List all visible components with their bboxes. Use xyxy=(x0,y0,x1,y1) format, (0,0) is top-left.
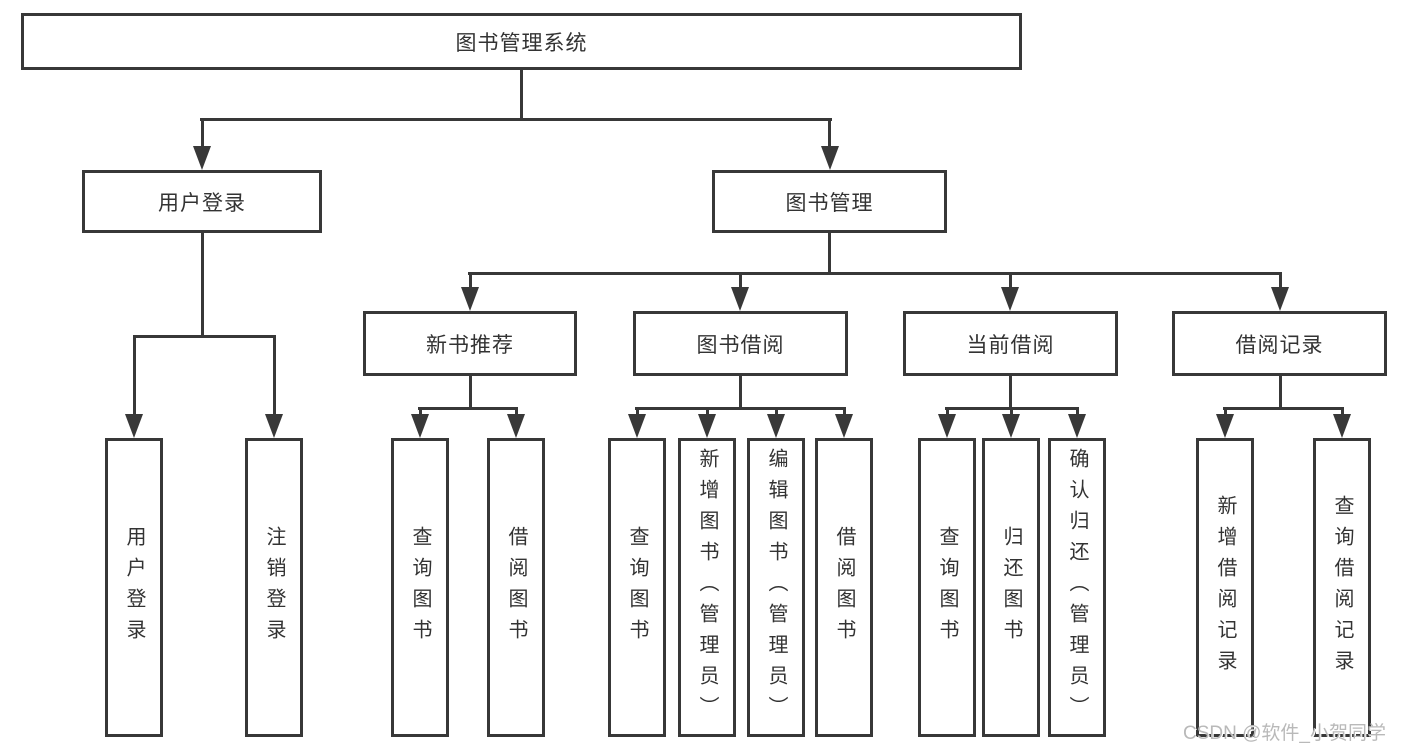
arrow-down-icon xyxy=(1068,414,1086,438)
connector-line xyxy=(133,335,276,338)
connector-line xyxy=(1341,407,1344,416)
csdn-watermark: CSDN @软件_小贺同学 xyxy=(1183,723,1386,744)
node-label: 借阅图书 xyxy=(833,525,855,650)
connector-line xyxy=(1224,407,1227,416)
connector-line xyxy=(520,70,523,121)
node-query-books-current: 查询图书 xyxy=(918,438,976,737)
arrow-down-icon xyxy=(461,287,479,311)
connector-line xyxy=(419,407,422,416)
node-label: 新书推荐 xyxy=(426,333,514,357)
connector-line xyxy=(1010,407,1013,416)
node-borrowing-records: 借阅记录 xyxy=(1172,311,1387,376)
node-label: 新增借阅记录 xyxy=(1214,494,1236,681)
node-query-books-borrowing: 查询图书 xyxy=(608,438,666,737)
node-query-borrow-record: 查询借阅记录 xyxy=(1313,438,1371,737)
connector-line xyxy=(775,407,778,416)
arrow-down-icon xyxy=(1002,414,1020,438)
node-add-borrow-record: 新增借阅记录 xyxy=(1196,438,1254,737)
connector-line xyxy=(1279,272,1282,289)
node-query-books-recommend: 查询图书 xyxy=(391,438,449,737)
connector-line xyxy=(739,272,742,289)
arrow-down-icon xyxy=(1216,414,1234,438)
node-logout: 注销登录 xyxy=(245,438,303,737)
node-user-login-leaf: 用户登录 xyxy=(105,438,163,737)
connector-line xyxy=(1279,376,1282,409)
node-library-management-system: 图书管理系统 xyxy=(21,13,1022,70)
arrow-down-icon xyxy=(1333,414,1351,438)
arrow-down-icon xyxy=(767,414,785,438)
connector-line xyxy=(273,335,276,416)
arrow-down-icon xyxy=(193,146,211,170)
arrow-down-icon xyxy=(507,414,525,438)
node-label: 查询借阅记录 xyxy=(1331,494,1353,681)
connector-line xyxy=(1009,376,1012,409)
node-label: 图书管理系统 xyxy=(455,31,588,55)
node-label: 查询图书 xyxy=(626,525,648,650)
arrow-down-icon xyxy=(835,414,853,438)
arrow-down-icon xyxy=(821,146,839,170)
node-label: 确认归还（管理员） xyxy=(1066,448,1088,727)
arrow-down-icon xyxy=(265,414,283,438)
node-label: 借阅记录 xyxy=(1235,333,1324,357)
node-label: 注销登录 xyxy=(263,525,285,650)
node-return-books: 归还图书 xyxy=(982,438,1040,737)
node-label: 图书管理 xyxy=(785,191,874,215)
arrow-down-icon xyxy=(698,414,716,438)
arrow-down-icon xyxy=(125,414,143,438)
node-borrow-books-borrowing: 借阅图书 xyxy=(815,438,873,737)
connector-line xyxy=(201,233,204,337)
node-label: 编辑图书（管理员） xyxy=(765,448,787,727)
node-add-books-admin: 新增图书（管理员） xyxy=(678,438,736,737)
arrow-down-icon xyxy=(411,414,429,438)
node-label: 新增图书（管理员） xyxy=(696,448,718,727)
connector-line xyxy=(636,407,639,416)
node-current-borrowing: 当前借阅 xyxy=(903,311,1118,376)
node-borrow-books-recommend: 借阅图书 xyxy=(487,438,545,737)
connector-line xyxy=(515,407,518,416)
connector-line xyxy=(828,233,831,274)
connector-line xyxy=(133,335,136,416)
arrow-down-icon xyxy=(628,414,646,438)
connector-line xyxy=(706,407,709,416)
connector-line xyxy=(946,407,949,416)
connector-line xyxy=(201,118,204,146)
node-label: 借阅图书 xyxy=(505,525,527,650)
node-label: 当前借阅 xyxy=(966,333,1055,357)
connector-line xyxy=(635,407,846,410)
arrow-down-icon xyxy=(938,414,956,438)
connector-line xyxy=(1223,407,1344,410)
node-label: 查询图书 xyxy=(936,525,958,650)
node-book-management: 图书管理 xyxy=(712,170,947,233)
connector-line xyxy=(418,407,518,410)
node-user-login: 用户登录 xyxy=(82,170,322,233)
node-edit-books-admin: 编辑图书（管理员） xyxy=(747,438,805,737)
node-label: 用户登录 xyxy=(123,525,145,650)
connector-line xyxy=(739,376,742,409)
arrow-down-icon xyxy=(1271,287,1289,311)
connector-line xyxy=(200,118,832,121)
node-label: 用户登录 xyxy=(158,191,246,215)
node-confirm-return-admin: 确认归还（管理员） xyxy=(1048,438,1106,737)
node-label: 图书借阅 xyxy=(696,333,785,357)
node-label: 查询图书 xyxy=(409,525,431,650)
connector-line xyxy=(828,118,831,146)
connector-line xyxy=(1076,407,1079,416)
connector-line xyxy=(843,407,846,416)
connector-line xyxy=(468,272,1282,275)
connector-line xyxy=(469,272,472,289)
connector-line xyxy=(469,376,472,409)
connector-line xyxy=(1009,272,1012,289)
node-book-borrowing: 图书借阅 xyxy=(633,311,848,376)
arrow-down-icon xyxy=(731,287,749,311)
node-new-book-recommend: 新书推荐 xyxy=(363,311,577,376)
node-label: 归还图书 xyxy=(1000,525,1022,650)
arrow-down-icon xyxy=(1001,287,1019,311)
